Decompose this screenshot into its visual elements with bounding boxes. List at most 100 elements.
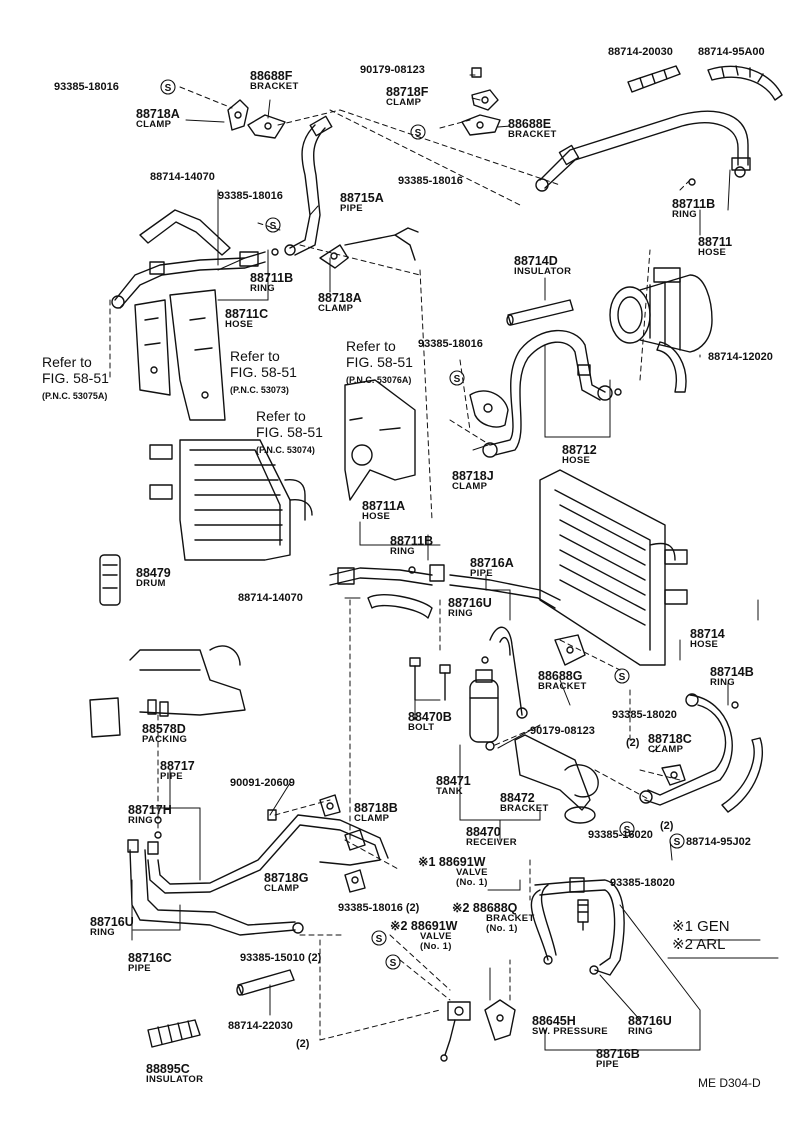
part-name: PIPE [470, 568, 493, 579]
hose-88714-95A00-part [707, 65, 783, 101]
svg-text:S: S [165, 83, 172, 94]
clamp-88718G-part [344, 869, 366, 893]
label-88714-14070-lower: 88714-14070 [238, 592, 303, 604]
part-name: INSULATOR [514, 266, 572, 277]
svg-text:S: S [624, 825, 631, 836]
part-name: PIPE [128, 963, 151, 974]
part-name: RING [250, 283, 275, 294]
part-name: TANK [436, 786, 463, 797]
part-number: 88895C [146, 1062, 190, 1076]
part-name: VALVE [420, 931, 452, 942]
bracket-88688Q-part [484, 999, 516, 1041]
part-name: RING [628, 1026, 653, 1037]
insulator-88714-14070-upper-part [139, 209, 231, 256]
part-number: 88711B [672, 197, 716, 211]
label-93385-18016: 93385-18016 [54, 81, 119, 93]
label-93385-18016-b: 93385-18016 [398, 175, 463, 187]
leader-lines [131, 97, 761, 1051]
svg-text:S: S [674, 837, 681, 848]
refer-figure: FIG. 58-51 [230, 364, 297, 380]
hose-88714-95J02-part [721, 737, 764, 813]
hose-88712-part [482, 329, 622, 458]
part-name: PACKING [142, 734, 188, 745]
part-number: 88718G [264, 871, 309, 885]
part-name: RECEIVER [466, 837, 517, 848]
part-name: PIPE [160, 771, 183, 782]
clamp-88718B-part [319, 794, 366, 851]
part-number: 88711 [698, 235, 733, 249]
bracket-88688G-part [554, 634, 586, 666]
pipe-88716A-part [449, 574, 561, 719]
insulator-88714-14070-lower-part [367, 594, 433, 619]
part-number: 88718A [318, 291, 362, 305]
part-name: HOSE [690, 639, 719, 650]
part-name: HOSE [362, 511, 391, 522]
part-number: 88715A [340, 191, 384, 205]
refer-figure: FIG. 58-51 [346, 354, 413, 370]
part-name: INSULATOR [146, 1074, 204, 1085]
clamp-88718A-lower-part [319, 227, 419, 269]
label-88714-95J02: 88714-95J02 [686, 836, 751, 848]
part-number: 88688G [538, 669, 583, 683]
part-number: 88716U [448, 596, 492, 610]
label-88718C-qty: (2) [626, 737, 640, 749]
receiver-88470-part [469, 669, 499, 751]
bolt-90091-part [267, 809, 277, 821]
part-name: CLAMP [648, 744, 684, 755]
hose-88711-part [535, 110, 751, 192]
label-93385-18016-d: 93385-18016 [418, 338, 483, 350]
part-note: (No. 1) [486, 923, 518, 934]
svg-text:S: S [415, 128, 422, 139]
part-number: 88470 [466, 825, 501, 839]
part-number: 88645H [532, 1014, 576, 1028]
label-90179-08123-lower: 90179-08123 [530, 725, 595, 737]
condenser-part [539, 469, 688, 666]
part-number: 88471 [436, 774, 471, 788]
part-number: 88688Q [472, 901, 518, 915]
part-number: 88691W [438, 855, 486, 869]
label-88714-20030: 88714-20030 [608, 46, 673, 58]
part-name: CLAMP [318, 303, 354, 314]
hose-88711C-part [111, 251, 266, 309]
part-number: 88711B [250, 271, 294, 285]
part-name: HOSE [225, 319, 254, 330]
part-name: VALVE [456, 867, 488, 878]
label-93385-15010: 93385-15010 (2) [240, 952, 322, 964]
part-note: (No. 1) [456, 877, 488, 888]
label-88714-22030-qty: (2) [296, 1038, 310, 1050]
part-number: 88714B [710, 665, 754, 679]
refer-text: Refer to [256, 408, 306, 424]
part-number: 88717 [160, 759, 195, 773]
svg-text:S: S [454, 374, 461, 385]
bracket-53076A-part [344, 379, 416, 501]
bracket-88472-part [514, 734, 599, 824]
part-number: 88714D [514, 254, 558, 268]
refer-pnc: (P.N.C. 53074) [256, 445, 315, 455]
clamp-88718A-upper-part [227, 99, 249, 131]
figure-code: ME D304-D [698, 1076, 761, 1090]
part-name: CLAMP [264, 883, 300, 894]
part-name: RING [710, 677, 735, 688]
part-number: 88479 [136, 566, 171, 580]
valve-88691W-part [440, 1001, 471, 1062]
label-88714-14070-upper: 88714-14070 [150, 171, 215, 183]
part-number: 88691W [410, 919, 458, 933]
part-number: 88718J [452, 469, 494, 483]
